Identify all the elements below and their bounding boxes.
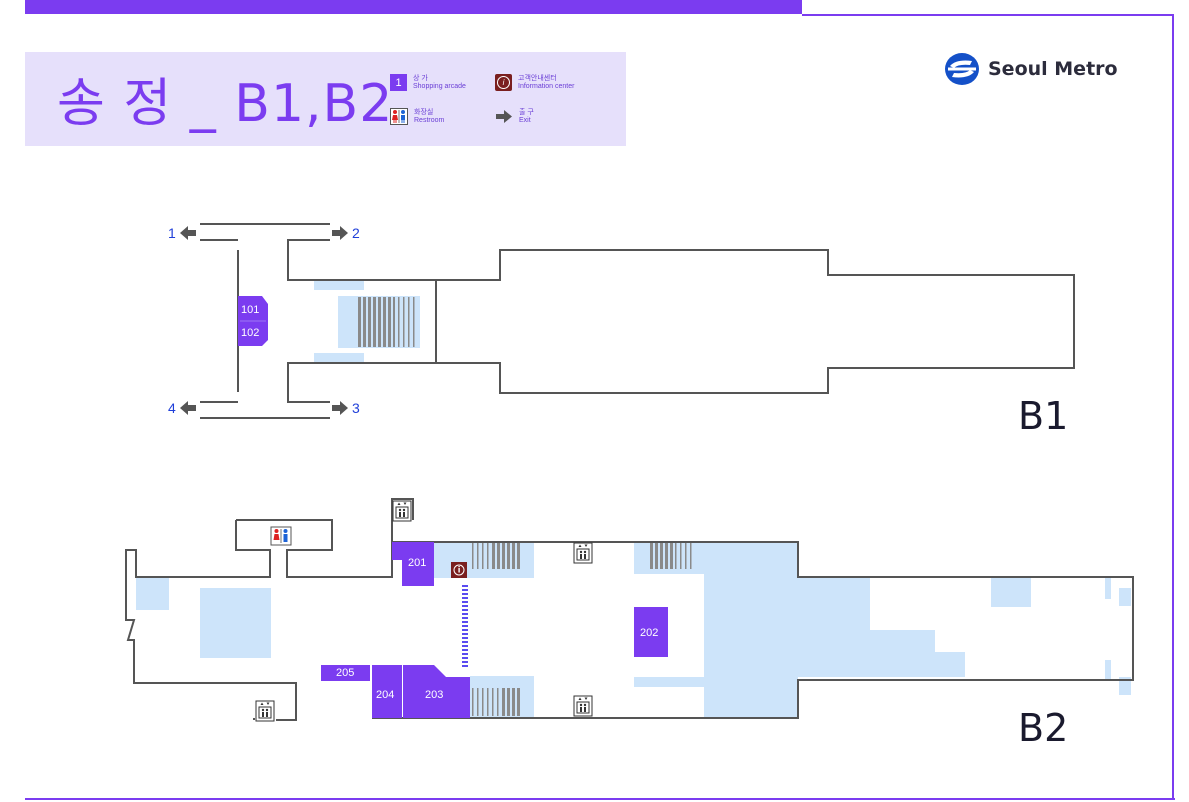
b2-shade <box>634 542 704 574</box>
elevator-icon <box>255 700 275 722</box>
seoul-metro-logo: Seoul Metro <box>944 52 1118 86</box>
shop-201-label: 201 <box>408 557 427 569</box>
shop-202-label: 202 <box>640 627 659 639</box>
exit-arrow-icon <box>496 110 512 123</box>
legend-shopping-en: Shopping arcade <box>413 82 466 90</box>
floor-b2 <box>125 498 1134 722</box>
b2-stairs <box>472 543 692 716</box>
frame-top-line <box>802 14 1174 16</box>
exit-1-label: 1 <box>168 225 176 241</box>
information-icon <box>451 562 467 578</box>
shop-205-block <box>321 665 370 681</box>
exit-arrow-icon <box>180 401 196 415</box>
floor-b1 <box>180 223 1075 419</box>
b2-shade <box>136 577 169 610</box>
station-title: 송 정 _ B1,B2 <box>57 74 394 134</box>
b2-shade <box>704 542 965 718</box>
elevator-icon <box>573 695 593 717</box>
title-panel: 송 정 _ B1,B2 1 상 가 Shopping arcade i 고객안내… <box>25 52 626 146</box>
shop-102-label: 102 <box>241 327 260 339</box>
b2-shade <box>200 588 271 658</box>
shop-101-label: 101 <box>241 304 260 316</box>
exit-arrow-icon <box>332 401 348 415</box>
legend-shopping-ko: 상 가 <box>413 74 428 82</box>
legend-exit-en: Exit <box>519 116 531 124</box>
shop-202-block <box>634 607 668 657</box>
exit-arrow-icon <box>180 226 196 240</box>
legend-restroom: 화장실 Restroom <box>390 108 444 125</box>
floor-label-b2: B2 <box>1018 706 1069 750</box>
b1-walls <box>200 223 1075 419</box>
elevator-icon <box>573 542 593 564</box>
exit-3-label: 3 <box>352 400 360 416</box>
legend-shopping: 1 상 가 Shopping arcade <box>390 74 466 91</box>
legend-exit: 출 구 Exit <box>495 108 534 125</box>
legend-restroom-ko: 화장실 <box>414 108 434 116</box>
exit-4-label: 4 <box>168 400 176 416</box>
legend-information-ko: 고객안내센터 <box>518 74 557 82</box>
elevator-icon <box>392 500 412 522</box>
floor-label-b1: B1 <box>1018 394 1069 438</box>
shop-204-block <box>372 665 402 718</box>
shop-205-label: 205 <box>336 667 355 679</box>
seoul-metro-logo-text: Seoul Metro <box>988 58 1118 80</box>
b2-shade <box>991 577 1031 607</box>
restroom-icon <box>270 526 292 546</box>
b2-shade <box>634 677 704 687</box>
information-glyph: i <box>497 76 510 89</box>
frame-right-line <box>1172 14 1174 800</box>
legend-exit-ko: 출 구 <box>519 108 534 116</box>
b1-stairs <box>358 297 415 347</box>
exit-2-label: 2 <box>352 225 360 241</box>
legend-information: i 고객안내센터 Information center <box>495 74 574 91</box>
information-icon: i <box>495 74 512 91</box>
legend-restroom-en: Restroom <box>414 116 445 124</box>
seoul-metro-logo-icon <box>945 53 979 85</box>
shopping-icon: 1 <box>390 74 407 91</box>
restroom-icon <box>390 108 408 125</box>
shop-201-block <box>392 542 434 586</box>
exit-arrow-icon <box>332 226 348 240</box>
shop-203-label: 203 <box>425 689 444 701</box>
b1-platform-shade <box>314 353 364 363</box>
frame-bottom-line <box>25 798 1175 800</box>
shop-204-label: 204 <box>376 689 395 701</box>
legend-information-en: Information center <box>518 82 575 90</box>
shop-203-block <box>403 665 470 718</box>
b1-platform-shade <box>314 280 364 290</box>
top-accent-bar <box>25 0 802 14</box>
